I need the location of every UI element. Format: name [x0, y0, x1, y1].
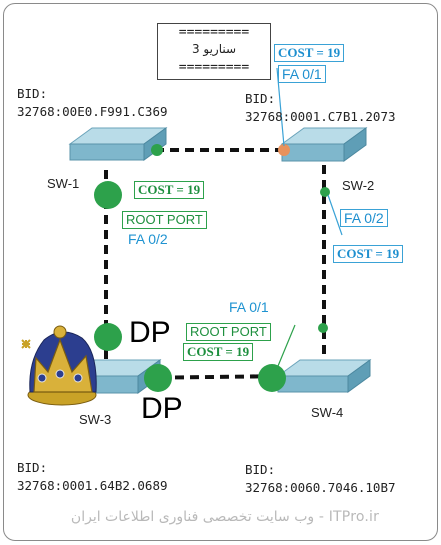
leader-sw2-fa02: [327, 194, 343, 236]
bid-value: 32768:0060.7046.10B7: [245, 480, 396, 495]
port-dot-sw3-top: [94, 323, 122, 351]
bid-label: BID:: [245, 91, 276, 106]
root-port-label-sw4: ROOT PORT: [186, 323, 271, 341]
port-dot-sw1-right: [151, 144, 163, 156]
switch-label-sw1: SW-1: [47, 176, 80, 191]
bid-value: 32768:00E0.F991.C369: [17, 104, 168, 119]
crown-icon: [21, 325, 97, 406]
cost-label-sw2-fa02: COST = 19: [333, 245, 404, 263]
switch-sw4-icon: [276, 359, 372, 393]
leader-sw4-root: [277, 324, 296, 367]
scenario-title: سناریو 3: [191, 42, 237, 56]
cost-label-sw1-fa02: COST = 19: [134, 181, 205, 199]
link-sw3-sw4: [129, 374, 291, 380]
port-dot-sw1-bottom: [94, 181, 122, 209]
port-dot-sw4-left: [258, 364, 286, 392]
port-dot-sw2-bottom: [320, 187, 330, 197]
scenario-box: ========= سناریو 3 =========: [157, 23, 271, 80]
root-port-label-sw1: ROOT PORT: [122, 211, 207, 229]
switch-sw1-icon: [68, 127, 168, 161]
bid-sw3: BID: 32768:0001.64B2.0689: [17, 459, 168, 495]
dp-label-sw3-right: DP: [141, 392, 183, 425]
switch-label-sw3: SW-3: [79, 412, 112, 427]
port-label-sw4-fa01: FA 0/1: [229, 299, 269, 315]
switch-label-sw4: SW-4: [311, 405, 344, 420]
switch-sw2-icon: [280, 127, 368, 162]
dp-label-sw3-top: DP: [129, 316, 171, 349]
scenario-border-top: =========: [178, 25, 250, 40]
port-dot-sw4-top: [318, 323, 328, 333]
bid-sw4: BID: 32768:0060.7046.10B7: [245, 461, 396, 497]
scenario-border-bottom: =========: [178, 60, 250, 75]
diagram-frame: [3, 3, 438, 541]
port-label-sw2-fa02: FA 0/2: [340, 209, 388, 227]
cost-label-sw4-fa01: COST = 19: [183, 343, 254, 361]
bid-value: 32768:0001.64B2.0689: [17, 478, 168, 493]
switch-label-sw2: SW-2: [342, 178, 375, 193]
port-dot-sw2-left: [278, 144, 290, 156]
cost-label-sw2-fa01: COST = 19: [274, 44, 345, 62]
bid-value: 32768:0001.C7B1.2073: [245, 109, 396, 124]
bid-sw2: BID: 32768:0001.C7B1.2073: [245, 90, 396, 126]
bid-sw1: BID: 32768:00E0.F991.C369: [17, 85, 168, 121]
bid-label: BID:: [245, 462, 276, 477]
port-label-sw2-fa01: FA 0/1: [278, 65, 326, 83]
port-label-sw1-fa02: FA 0/2: [128, 231, 168, 247]
port-dot-sw3-right: [144, 364, 172, 392]
bid-label: BID:: [17, 460, 48, 475]
footer-watermark: ITPro.ir - وب سایت تخصصی فناوری اطلاعات …: [70, 509, 380, 525]
bid-label: BID:: [17, 86, 48, 101]
